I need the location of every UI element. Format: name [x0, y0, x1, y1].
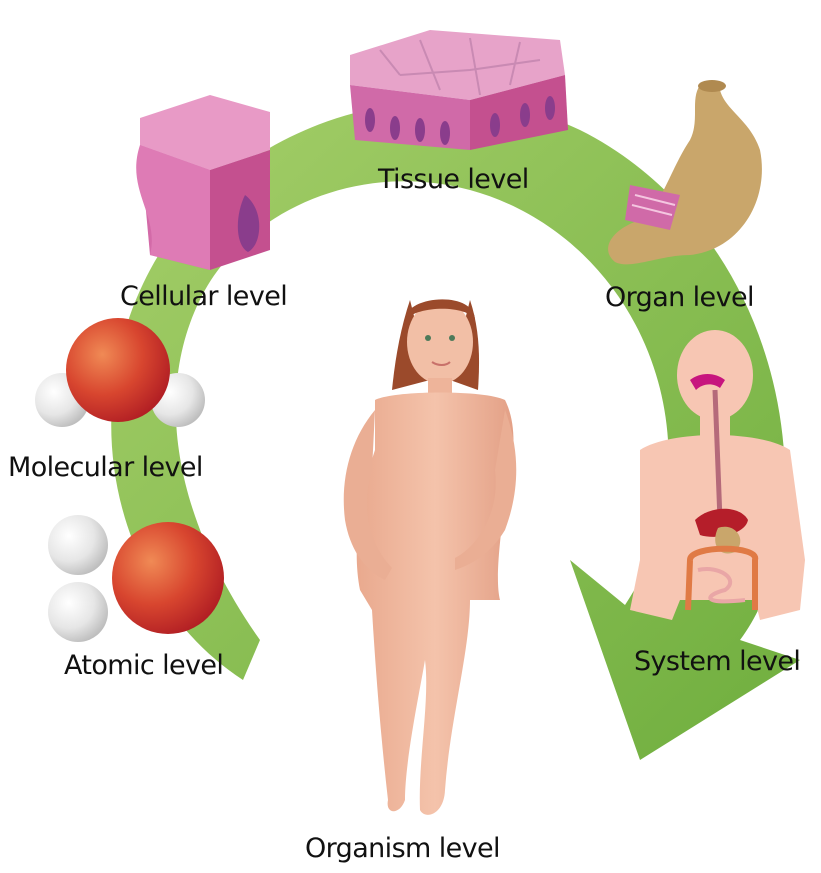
organism-level-label: Organism level: [305, 835, 500, 862]
human-figure: [344, 299, 517, 814]
tissue-illustration: [350, 30, 568, 150]
atomic-level-label: Atomic level: [64, 652, 223, 679]
molecular-level-label: Molecular level: [8, 454, 203, 481]
system-level-label: System level: [634, 648, 800, 675]
cell-illustration: [136, 95, 270, 270]
cellular-level-label: Cellular level: [120, 283, 287, 310]
tissue-level-label: Tissue level: [378, 166, 529, 193]
organ-level-label: Organ level: [605, 284, 754, 311]
atoms: [48, 515, 224, 642]
